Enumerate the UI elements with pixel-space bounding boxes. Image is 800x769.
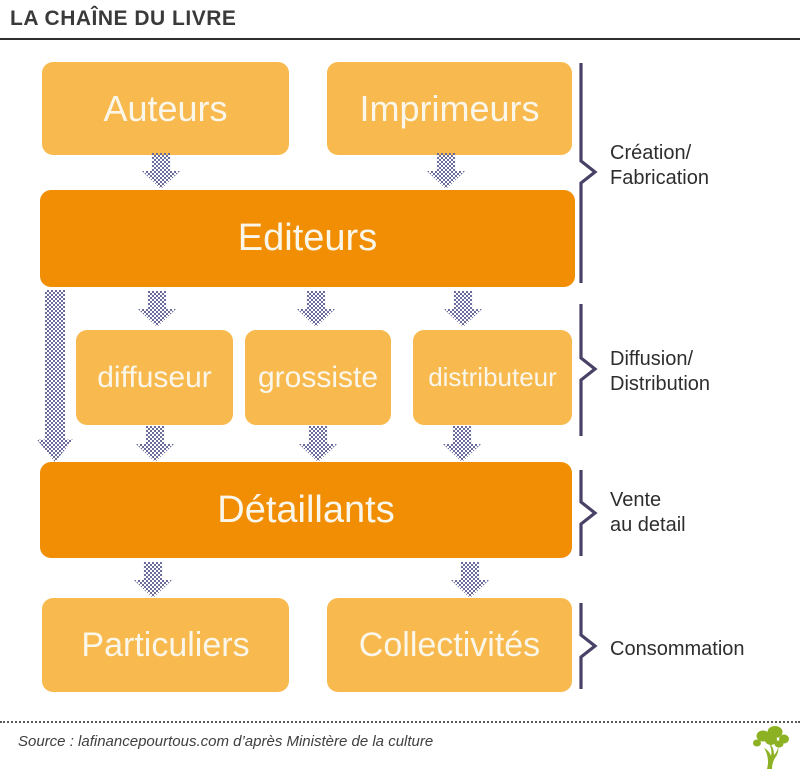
stage-label-vente: Vente au detail [610,488,686,538]
page-title: LA CHAÎNE DU LIVRE [10,7,237,30]
node-auteurs: Auteurs [42,62,289,155]
stage-label-line: Consommation [610,638,745,660]
stage-label-line: au detail [610,514,686,536]
node-detaillants-label: Détaillants [217,488,395,531]
title-divider [0,38,800,40]
stage-label-line: Distribution [610,373,711,395]
down-arrow-icon [444,291,482,327]
node-grossiste: grossiste [245,330,391,425]
down-arrow-icon [297,291,335,327]
stage-label-diffusion: Diffusion/ Distribution [610,347,710,397]
node-editeurs-label: Editeurs [237,217,378,259]
stage-label-creation: Création/ Fabrication [610,141,709,191]
node-collectivites-label: Collectivités [358,625,541,664]
node-collectivites: Collectivités [327,598,572,692]
node-diffuseur-label: diffuseur [97,360,212,394]
down-arrow-icon [136,426,174,462]
stage-label-line: Fabrication [610,167,709,189]
node-particuliers-label: Particuliers [81,625,250,664]
down-arrow-icon [427,153,465,189]
node-editeurs: Editeurs [40,190,575,287]
stage-bracket-creation [576,62,598,284]
down-arrow-icon [134,562,172,598]
down-arrow-icon [138,291,176,327]
node-auteurs-label: Auteurs [103,87,228,129]
down-arrow-icon [451,562,489,598]
node-detaillants: Détaillants [40,462,572,558]
stage-bracket-consommation [576,602,598,690]
source-attribution: Source : lafinancepourtous.com d’après M… [18,733,434,750]
down-arrow-icon [142,153,180,189]
stage-label-line: Diffusion/ [610,348,694,370]
stage-bracket-vente [576,469,598,557]
node-particuliers: Particuliers [42,598,289,692]
node-imprimeurs: Imprimeurs [327,62,572,155]
stage-label-consommation: Consommation [610,637,745,662]
node-distributeur: distributeur [413,330,572,425]
node-grossiste-label: grossiste [257,360,379,394]
footer-dotted-divider [0,721,800,723]
down-arrow-icon [443,426,481,462]
node-imprimeurs-label: Imprimeurs [359,87,540,129]
node-diffuseur: diffuseur [76,330,233,425]
stage-label-line: Vente [610,489,662,511]
stage-bracket-diffusion [576,303,598,437]
down-arrow-long-icon [37,290,73,462]
node-distributeur-label: distributeur [428,362,557,392]
tree-logo-icon [750,724,792,769]
down-arrow-icon [299,426,337,462]
stage-label-line: Création/ [610,142,692,164]
